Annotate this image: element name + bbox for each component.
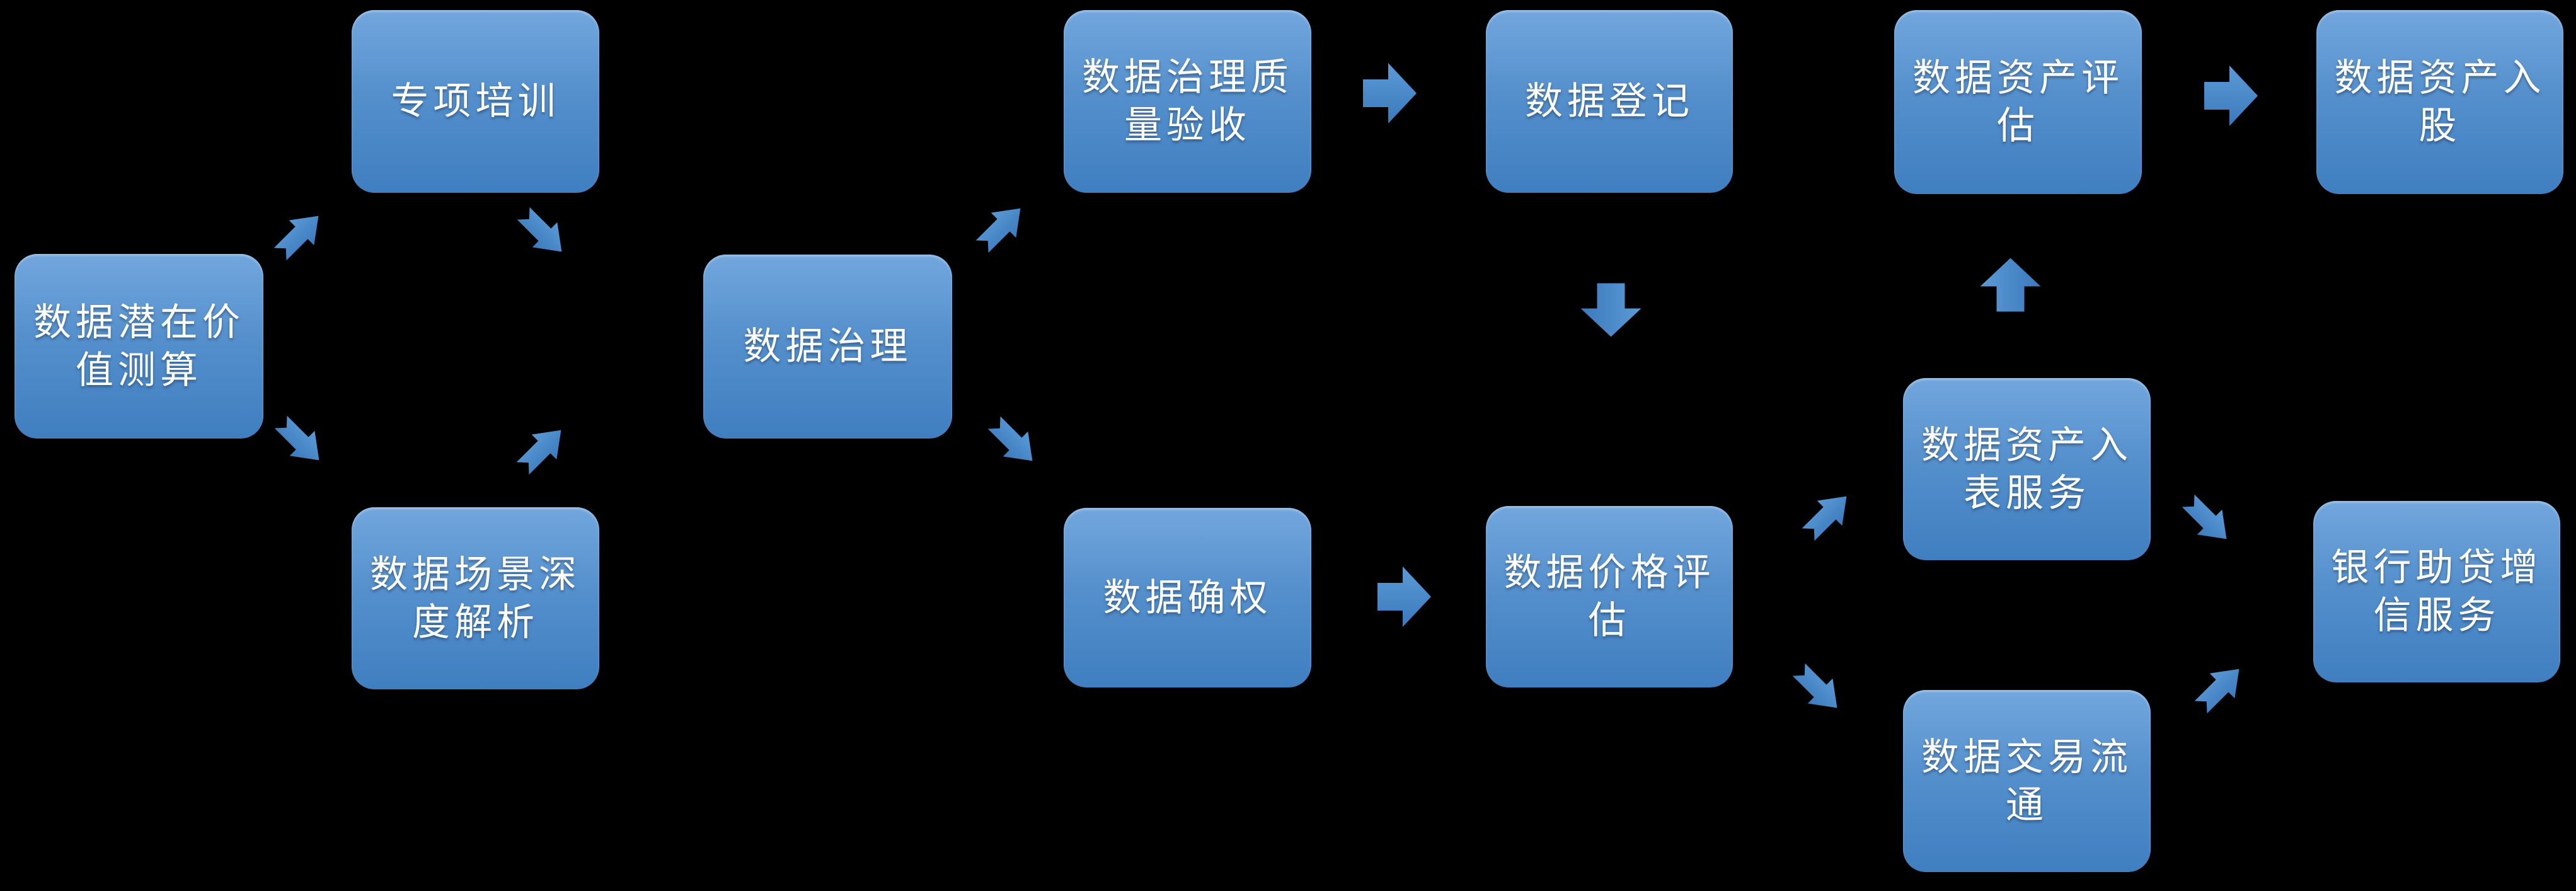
node-label: 数据治理: [743, 325, 912, 367]
node-data-registration: 数据登记: [1486, 10, 1733, 193]
node-label: 数据价格评估: [1504, 551, 1715, 641]
node-label: 数据资产入表服务: [1921, 423, 2132, 514]
node-data-rights-confirmation: 数据确权: [1064, 508, 1311, 687]
node-bank-credit-enhancement: 银行助贷增信服务: [2313, 501, 2560, 682]
arrow-evaluation-to-equity: [2204, 66, 2258, 126]
arrow-registration-to-price: [1580, 283, 1641, 337]
arrow-trading-to-bank: [2194, 669, 2240, 714]
arrow-potential-to-scenario: [274, 415, 319, 461]
node-label: 数据资产入股: [2334, 57, 2546, 147]
arrow-training-to-governance: [517, 207, 562, 252]
node-scenario-deep-analysis: 数据场景深度解析: [352, 507, 599, 689]
arrow-governance-to-rights: [987, 416, 1033, 461]
node-label: 银行助贷增信服务: [2331, 546, 2543, 636]
node-label: 数据潜在价值测算: [33, 301, 244, 391]
node-label: 数据登记: [1525, 80, 1694, 122]
node-label: 专项培训: [391, 80, 560, 122]
arrow-governance-to-quality: [975, 208, 1021, 253]
node-label: 数据治理质量验收: [1082, 56, 1293, 146]
node-asset-onbalance-service: 数据资产入表服务: [1903, 378, 2151, 560]
arrow-rights-to-price: [1377, 566, 1431, 627]
arrow-quality-to-registration: [1362, 63, 1417, 124]
arrow-onbalance-to-bank: [2182, 494, 2227, 539]
node-label: 数据确权: [1103, 576, 1272, 619]
node-data-governance: 数据治理: [703, 255, 952, 439]
node-potential-value-calc: 数据潜在价值测算: [14, 254, 263, 439]
arrow-onbalance-to-evaluation: [1980, 258, 2040, 312]
node-data-asset-evaluation: 数据资产评估: [1894, 10, 2142, 194]
arrow-scenario-to-governance: [516, 430, 561, 475]
node-label: 数据资产评估: [1912, 57, 2124, 147]
node-data-price-evaluation: 数据价格评估: [1486, 506, 1733, 687]
arrow-potential-to-training: [273, 216, 319, 261]
arrow-price-to-trading: [1792, 663, 1837, 708]
node-data-asset-equity: 数据资产入股: [2316, 10, 2563, 194]
node-special-training: 专项培训: [352, 10, 599, 193]
node-label: 数据交易流通: [1921, 735, 2132, 826]
node-label: 数据场景深度解析: [370, 553, 581, 643]
arrow-price-to-onbalance: [1802, 496, 1847, 541]
node-governance-quality-check: 数据治理质量验收: [1064, 10, 1311, 193]
node-data-trading-circulation: 数据交易流通: [1903, 690, 2151, 872]
